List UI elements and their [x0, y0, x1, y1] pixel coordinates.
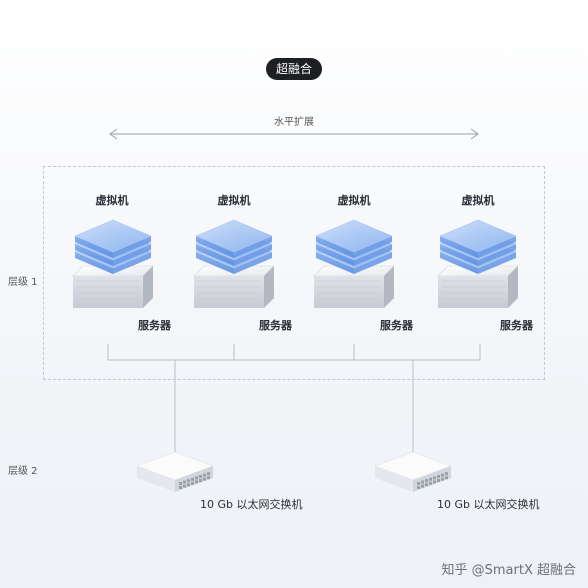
server-label-1: 服务器	[138, 319, 171, 332]
scale-label: 水平扩展	[274, 117, 314, 128]
server-label-3: 服务器	[380, 319, 413, 332]
ethernet-switch-icon	[136, 451, 214, 492]
vm-stack-icon	[74, 219, 152, 274]
vm-label-3: 虚拟机	[337, 194, 371, 207]
title-badge: 超融合	[266, 58, 322, 80]
switch-label-1: 10 Gb 以太网交换机	[200, 498, 303, 511]
node-1	[72, 219, 154, 308]
vm-stack-icon	[439, 219, 517, 274]
switch-label-2: 10 Gb 以太网交换机	[437, 498, 540, 511]
server-label-4: 服务器	[500, 319, 533, 332]
vm-stack-icon	[315, 219, 393, 274]
vm-label-4: 虚拟机	[461, 194, 495, 207]
ethernet-switch-icon	[374, 451, 452, 492]
node-2	[193, 219, 275, 308]
vm-label-2: 虚拟机	[217, 194, 251, 207]
vm-label-1: 虚拟机	[95, 194, 129, 207]
server-label-2: 服务器	[259, 319, 292, 332]
horizontal-scale-arrow	[109, 128, 479, 140]
server-icon	[193, 265, 275, 308]
tier1-group-box	[43, 166, 545, 380]
node-3	[313, 219, 395, 308]
tier1-label: 层级 1	[8, 277, 38, 288]
tier1-bus-lines	[107, 344, 481, 460]
vm-stack-icon	[195, 219, 273, 274]
node-4	[437, 219, 519, 308]
tier2-label: 层级 2	[8, 466, 38, 477]
server-icon	[437, 265, 519, 308]
server-icon	[313, 265, 395, 308]
watermark: 知乎 @SmartX 超融合	[441, 563, 577, 578]
